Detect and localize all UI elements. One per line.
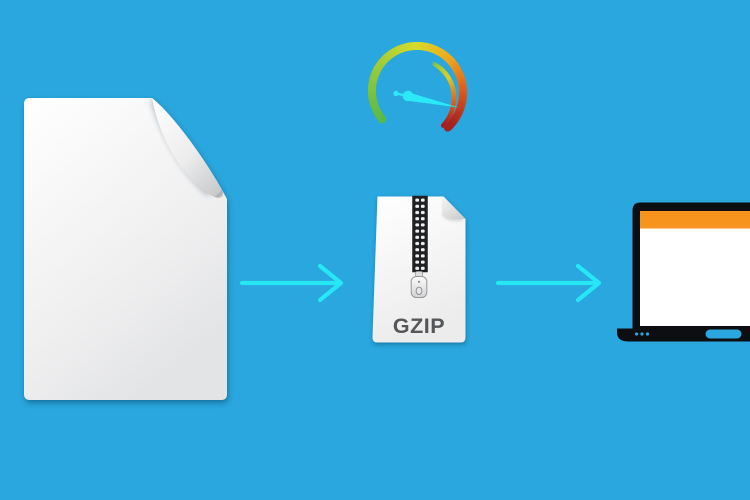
arrow-document-to-gzip — [239, 263, 344, 303]
laptop-trackpad-notch — [705, 329, 742, 339]
arrow-gzip-to-laptop — [495, 263, 602, 303]
laptop-base-dot — [634, 332, 639, 336]
gauge-arc-segment — [443, 121, 455, 132]
laptop-screen — [640, 211, 750, 326]
gzip-file-fold — [443, 196, 466, 219]
arrow-head — [317, 263, 344, 303]
zipper-slider-hole — [415, 286, 423, 295]
page-curl-flap — [152, 98, 224, 198]
laptop-icon — [617, 202, 750, 342]
gauge-outer-arc — [367, 41, 468, 132]
zipper — [410, 195, 428, 298]
laptop-screen-topbar — [640, 211, 750, 229]
gauge-inner-arc — [431, 61, 457, 128]
gauge-needle — [393, 90, 459, 108]
page-curl-roll — [214, 189, 223, 198]
document-page — [24, 98, 227, 400]
arrow-head — [575, 263, 602, 303]
gzip-file-icon: GZIP — [372, 195, 466, 343]
gauge-arc-segment — [440, 122, 447, 128]
document-icon — [24, 98, 227, 400]
zipper-slider-pin — [417, 280, 421, 283]
needle-pointer — [406, 91, 459, 108]
laptop-base-dot — [645, 332, 650, 336]
zipper-strip — [412, 195, 428, 273]
speedometer-icon — [367, 41, 468, 132]
laptop-base-dot — [640, 332, 644, 336]
gzip-label: GZIP — [393, 314, 445, 338]
